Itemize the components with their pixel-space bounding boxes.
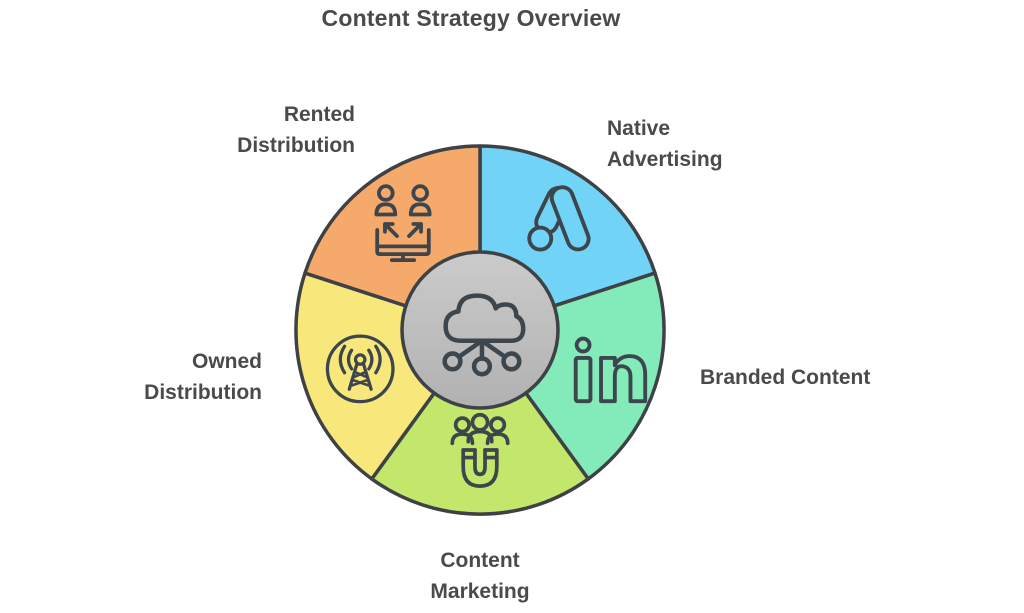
label-branded-content: Branded Content [700,366,871,389]
center-hub [400,250,560,410]
label-native-advertising: Native Advertising [607,117,723,171]
label-content-marketing: Content Marketing [430,549,530,603]
label-owned-distribution: Owned Distribution [144,350,262,404]
diagram-title: Content Strategy Overview [321,5,621,31]
label-rented-distribution: Rented Distribution [237,103,355,157]
segment-content-marketing [370,328,590,516]
